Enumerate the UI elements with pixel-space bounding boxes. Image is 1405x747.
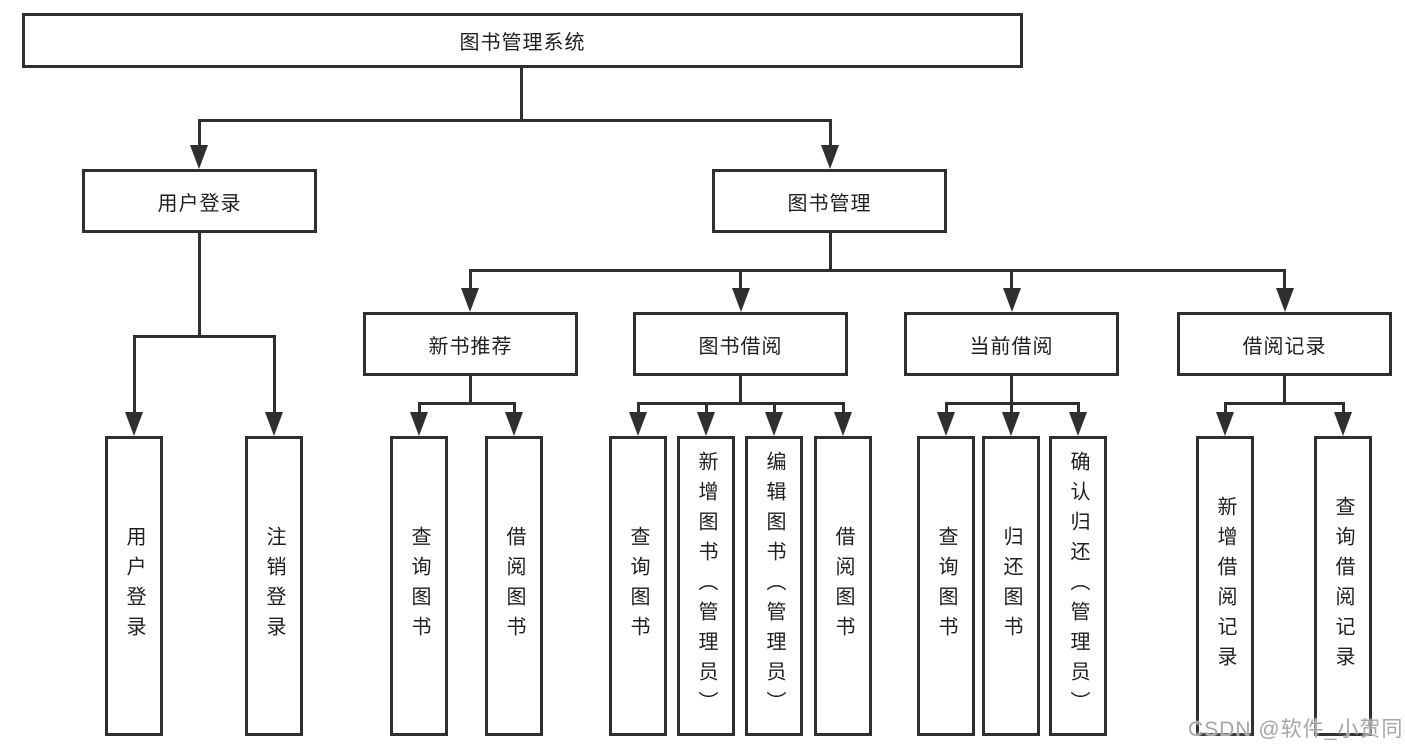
leaf-query-book-3: 查询图书 — [917, 436, 975, 736]
connector-group2-bar — [636, 401, 845, 405]
connector-group4-bar — [1223, 401, 1345, 405]
connector-mgmt-bar — [468, 268, 1286, 272]
connector-drop-login-leaf1 — [132, 334, 136, 413]
connector-drop-leaf — [944, 401, 948, 414]
leaf-confirm-return-admin-label: 确认归还（管理员） — [1067, 451, 1089, 721]
csdn-watermark: CSDN @软件_小贺同学 — [1188, 718, 1405, 741]
connector-drop-leaf — [1341, 401, 1345, 414]
leaf-query-borrow-record: 查询借阅记录 — [1314, 436, 1372, 736]
leaf-query-book-2: 查询图书 — [609, 436, 667, 736]
node-book-management: 图书管理 — [712, 169, 947, 233]
connector-drop-leaf — [1076, 401, 1080, 414]
leaf-logout: 注销登录 — [245, 436, 303, 736]
node-root-label: 图书管理系统 — [459, 32, 586, 54]
leaf-user-login: 用户登录 — [105, 436, 163, 736]
connector-drop-leaf — [772, 401, 776, 414]
connector-login-stem — [197, 233, 201, 338]
arrow-down-icon — [265, 412, 283, 436]
leaf-query-book-1: 查询图书 — [390, 436, 448, 736]
node-book-borrow-label: 图书借阅 — [698, 335, 783, 358]
arrow-down-icon — [505, 412, 523, 436]
connector-drop-group3 — [1010, 268, 1013, 291]
leaf-query-book-3-label: 查询图书 — [935, 526, 957, 646]
connector-group4-stem — [1283, 376, 1286, 404]
arrow-down-icon — [1002, 288, 1021, 312]
connector-root-stem — [519, 68, 523, 120]
arrow-down-icon — [821, 145, 839, 169]
node-new-book-recommend-label: 新书推荐 — [428, 335, 513, 358]
arrow-down-icon — [1275, 288, 1294, 312]
connector-drop-login-leaf2 — [272, 334, 276, 413]
leaf-confirm-return-admin: 确认归还（管理员） — [1049, 436, 1107, 736]
connector-drop-leaf — [841, 401, 845, 414]
connector-level1-bar — [197, 118, 832, 122]
leaf-borrow-book-2-label: 借阅图书 — [832, 526, 854, 646]
connector-drop-leaf — [1009, 401, 1013, 414]
node-user-login: 用户登录 — [82, 169, 317, 233]
arrow-down-icon — [1334, 412, 1352, 436]
leaf-edit-book-admin-label: 编辑图书（管理员） — [763, 451, 785, 721]
leaf-logout-label: 注销登录 — [263, 526, 285, 646]
leaf-return-book-label: 归还图书 — [1000, 526, 1022, 646]
leaf-query-book-2-label: 查询图书 — [627, 526, 649, 646]
node-current-borrow-label: 当前借阅 — [969, 335, 1054, 358]
arrow-down-icon — [461, 288, 479, 312]
connector-drop-mgmt — [828, 118, 832, 147]
arrow-down-icon — [937, 412, 955, 436]
leaf-user-login-label: 用户登录 — [123, 526, 145, 646]
connector-group1-stem — [468, 376, 472, 404]
connector-login-bar — [132, 334, 276, 338]
arrow-down-icon — [731, 288, 750, 312]
node-new-book-recommend: 新书推荐 — [363, 312, 578, 376]
leaf-edit-book-admin: 编辑图书（管理员） — [745, 436, 803, 736]
leaf-query-book-1-label: 查询图书 — [408, 526, 430, 646]
node-current-borrow: 当前借阅 — [904, 312, 1119, 376]
leaf-add-book-admin: 新增图书（管理员） — [677, 436, 735, 736]
leaf-add-book-admin-label: 新增图书（管理员） — [695, 451, 717, 721]
connector-drop-login — [197, 118, 201, 147]
connector-drop-leaf — [512, 401, 516, 414]
leaf-borrow-book-1-label: 借阅图书 — [503, 526, 525, 646]
connector-drop-group4 — [1283, 268, 1286, 291]
connector-drop-leaf — [1223, 401, 1227, 414]
arrow-down-icon — [1069, 412, 1087, 436]
node-borrow-record: 借阅记录 — [1177, 312, 1392, 376]
connector-drop-group1 — [468, 268, 472, 291]
leaf-borrow-book-2: 借阅图书 — [814, 436, 872, 736]
arrow-down-icon — [410, 412, 428, 436]
node-book-management-label: 图书管理 — [787, 192, 872, 215]
arrow-down-icon — [697, 412, 715, 436]
leaf-query-borrow-record-label: 查询借阅记录 — [1332, 496, 1354, 676]
arrow-down-icon — [190, 145, 208, 169]
node-root: 图书管理系统 — [22, 13, 1023, 68]
connector-group1-bar — [417, 401, 516, 405]
connector-drop-leaf — [636, 401, 640, 414]
leaf-add-borrow-record-label: 新增借阅记录 — [1214, 496, 1236, 676]
leaf-return-book: 归还图书 — [982, 436, 1040, 736]
connector-group2-stem — [739, 376, 742, 404]
arrow-down-icon — [125, 412, 143, 436]
node-user-login-label: 用户登录 — [157, 192, 242, 215]
arrow-down-icon — [629, 412, 647, 436]
leaf-add-borrow-record: 新增借阅记录 — [1196, 436, 1254, 736]
connector-mgmt-stem — [828, 233, 832, 272]
node-borrow-record-label: 借阅记录 — [1242, 335, 1327, 358]
arrow-down-icon — [1216, 412, 1234, 436]
arrow-down-icon — [834, 412, 852, 436]
node-book-borrow: 图书借阅 — [633, 312, 848, 376]
arrow-down-icon — [765, 412, 783, 436]
leaf-borrow-book-1: 借阅图书 — [485, 436, 543, 736]
connector-drop-group2 — [739, 268, 742, 291]
arrow-down-icon — [1002, 412, 1020, 436]
connector-drop-leaf — [704, 401, 708, 414]
connector-group3-stem — [1010, 376, 1013, 404]
connector-drop-leaf — [417, 401, 421, 414]
